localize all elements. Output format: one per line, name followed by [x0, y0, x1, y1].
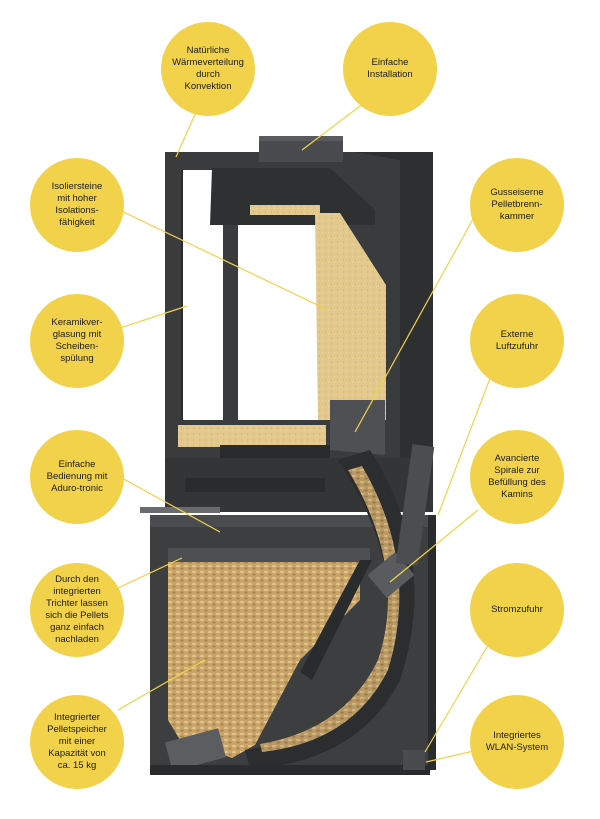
pellet-hopper — [168, 560, 360, 758]
bottom-motor — [165, 728, 226, 772]
feed-pipe — [395, 444, 435, 566]
label-isoliersteine: Isoliersteine mit hoher Isolations- fähi… — [30, 158, 124, 252]
leader-luftzufuhr — [437, 359, 498, 516]
label-installation: Einfache Installation — [343, 22, 437, 116]
label-spirale: Avancierte Spirale zur Befüllung des Kam… — [470, 430, 564, 524]
label-bedienung: Einfache Bedienung mit Aduro-tronic — [30, 430, 124, 524]
label-luftzufuhr: Externe Luftzufuhr — [470, 294, 564, 388]
leader-brennkammer — [354, 209, 479, 433]
label-trichter: Durch den integrierten Trichter lassen s… — [30, 563, 124, 657]
leader-keramikverglasung — [119, 305, 188, 329]
wifi-module — [403, 750, 425, 770]
label-keramikverglasung: Keramikver- glasung mit Scheiben- spülun… — [30, 294, 124, 388]
leader-isoliersteine — [114, 207, 329, 311]
leader-pelletspeicher — [117, 659, 206, 711]
label-wlan: Integriertes WLAN-System — [470, 695, 564, 789]
label-pelletspeicher: Integrierter Pelletspeicher mit einer Ka… — [30, 695, 124, 789]
flue-connector — [259, 138, 343, 162]
label-waermeverteilung: Natürliche Wärmeverteilung durch Konvekt… — [161, 22, 255, 116]
leader-stromzufuhr — [424, 641, 491, 753]
label-stromzufuhr: Stromzufuhr — [470, 563, 564, 657]
label-brennkammer: Gusseiserne Pelletbrenn- kammer — [470, 158, 564, 252]
insulation-bricks — [315, 213, 386, 420]
leader-bedienung — [119, 476, 221, 533]
rear-panel-upper — [355, 152, 433, 512]
leader-installation — [301, 99, 369, 151]
leader-wlan — [425, 749, 479, 763]
leader-spirale — [389, 509, 479, 583]
stove-body — [140, 136, 436, 775]
leader-trichter — [117, 557, 183, 589]
